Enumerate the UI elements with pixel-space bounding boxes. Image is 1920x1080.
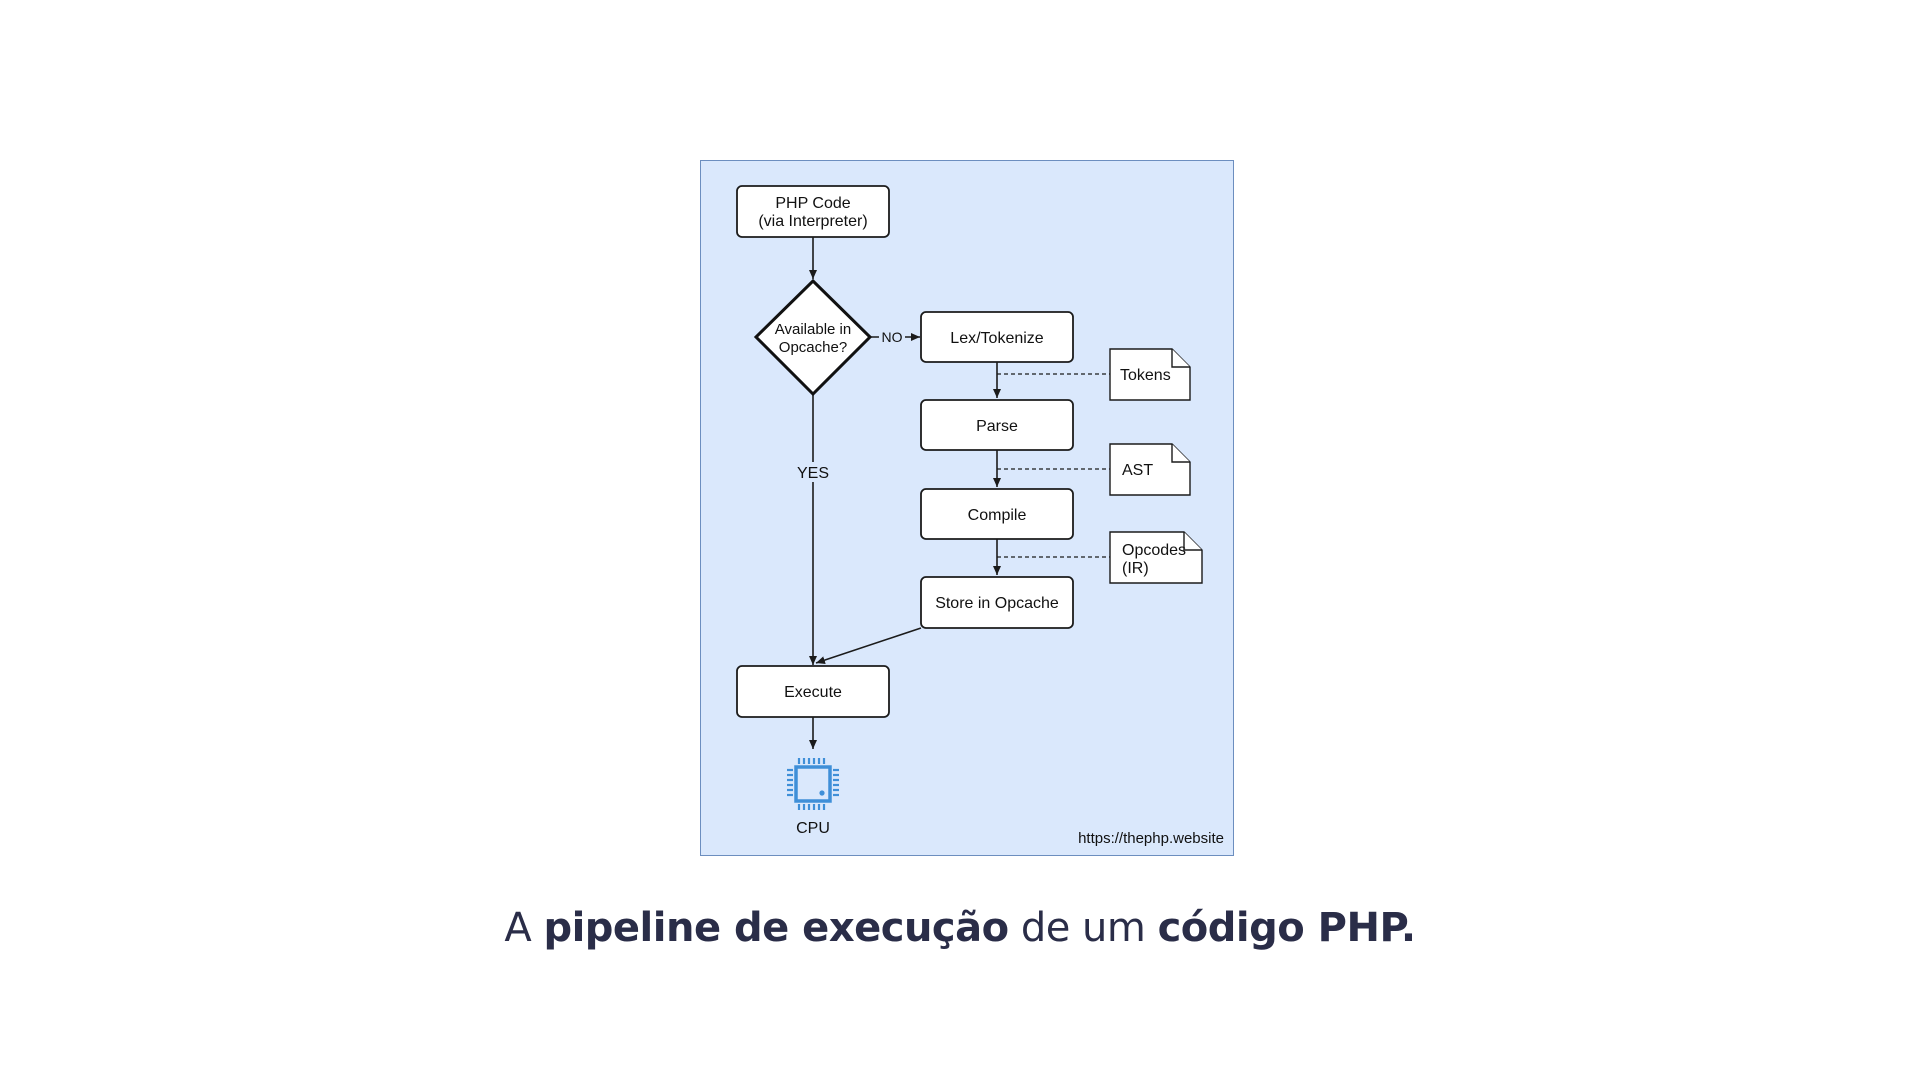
caption-part-1: A bbox=[504, 905, 544, 951]
parse-node: Parse bbox=[920, 399, 1074, 451]
svg-text:YES: YES bbox=[797, 465, 829, 482]
diagram-canvas: NO YES PHP Code (via Interpreter) Availa… bbox=[700, 160, 1234, 856]
caption-part-4: código PHP. bbox=[1157, 905, 1417, 951]
ast-note: AST bbox=[1109, 443, 1191, 496]
opcodes-note: Opcodes (IR) bbox=[1109, 531, 1203, 584]
svg-text:Store in Opcache: Store in Opcache bbox=[935, 595, 1059, 612]
edge-store-to-execute bbox=[815, 627, 922, 664]
source-url: https://thephp.website bbox=[1078, 830, 1224, 847]
svg-text:Opcodes: Opcodes bbox=[1122, 542, 1186, 559]
caption-part-2: pipeline de execução bbox=[543, 905, 1009, 951]
svg-text:Opcache?: Opcache? bbox=[779, 339, 847, 356]
php-code-node: PHP Code (via Interpreter) bbox=[736, 185, 890, 238]
store-in-opcache-node: Store in Opcache bbox=[920, 576, 1074, 629]
opcache-decision: Available in Opcache? bbox=[753, 278, 873, 397]
execute-node: Execute bbox=[736, 665, 890, 718]
svg-text:(IR): (IR) bbox=[1122, 560, 1149, 577]
php-pipeline-diagram: NO YES PHP Code (via Interpreter) Availa… bbox=[700, 160, 1234, 856]
svg-text:NO: NO bbox=[882, 329, 903, 345]
cpu-label: CPU bbox=[796, 820, 830, 837]
svg-text:Tokens: Tokens bbox=[1120, 367, 1171, 384]
lex-tokenize-node: Lex/Tokenize bbox=[920, 311, 1074, 363]
slide-caption: A pipeline de execução de um código PHP. bbox=[0, 905, 1920, 951]
svg-text:Parse: Parse bbox=[976, 418, 1018, 435]
svg-text:(via Interpreter): (via Interpreter) bbox=[758, 213, 867, 230]
compile-node: Compile bbox=[920, 488, 1074, 540]
svg-text:AST: AST bbox=[1122, 462, 1153, 479]
svg-text:Execute: Execute bbox=[784, 684, 842, 701]
cpu-icon bbox=[787, 758, 839, 810]
svg-text:Lex/Tokenize: Lex/Tokenize bbox=[950, 330, 1043, 347]
caption-part-3: de um bbox=[1008, 905, 1158, 951]
svg-text:Available in: Available in bbox=[775, 321, 851, 338]
svg-text:Compile: Compile bbox=[968, 507, 1027, 524]
edge-yes-label: YES bbox=[796, 462, 830, 482]
tokens-note: Tokens bbox=[1109, 348, 1191, 401]
edge-no-label: NO bbox=[879, 328, 905, 345]
svg-text:PHP Code: PHP Code bbox=[775, 195, 850, 212]
